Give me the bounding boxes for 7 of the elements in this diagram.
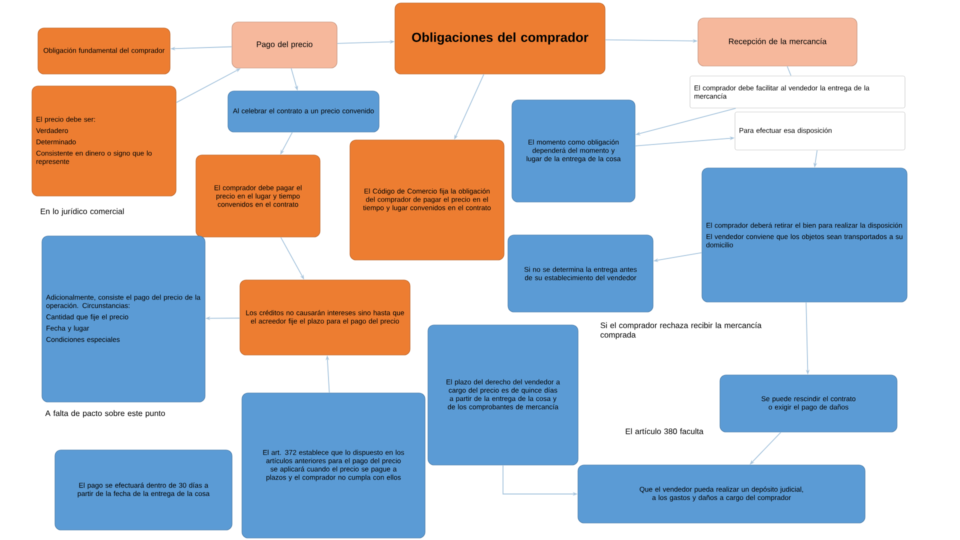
- note-text: Si el comprador rechaza recibir la mercancía comprada: [600, 322, 762, 340]
- note-text: A falta de pacto sobre este punto: [45, 410, 165, 418]
- note-text: El artículo 380 faculta: [626, 428, 704, 434]
- note-text: En lo jurídico comercial: [40, 208, 124, 216]
- topic-box: Recepción de la mercancía: [698, 18, 858, 66]
- topic-box: Pago del precio: [232, 22, 338, 68]
- process-box: Obligaciones del comprador: [394, 2, 606, 74]
